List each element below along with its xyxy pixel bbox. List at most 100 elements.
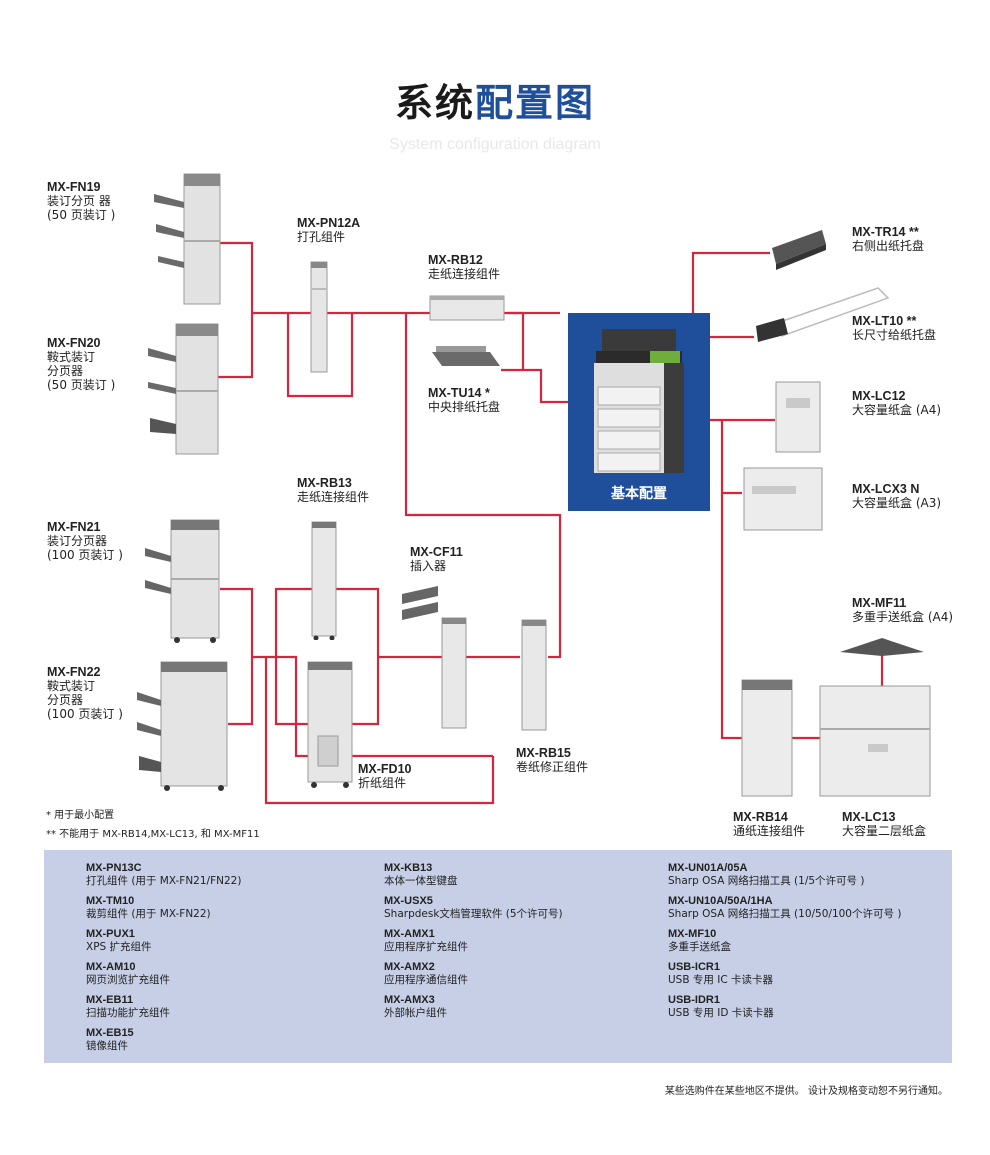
code-fd10: MX-FD10 [358, 762, 412, 776]
code-tu14: MX-TU14 * [428, 386, 490, 400]
option-code: MX-MF10 [668, 928, 717, 940]
code-lc13: MX-LC13 [842, 810, 896, 824]
lc12-image [775, 381, 821, 453]
desc-rb12: 走纸连接组件 [428, 267, 501, 281]
fd10-image [307, 661, 353, 788]
code-fn21: MX-FN21 [47, 520, 101, 534]
code-pn12a: MX-PN12A [297, 216, 361, 230]
fn22-image [137, 661, 228, 791]
option-code: MX-UN01A/05A [668, 862, 748, 874]
page-title: 系统配置图 [0, 72, 990, 127]
option-code: MX-KB13 [384, 862, 433, 874]
code-tr14: MX-TR14 ** [852, 225, 919, 239]
code-fn20: MX-FN20 [47, 336, 101, 350]
desc-fn22-2: 分页器 [47, 693, 84, 707]
desc-mf11: 多重手送纸盒 (A4) [852, 610, 954, 624]
wire-tr14 [691, 251, 770, 313]
option-code: USB-IDR1 [668, 994, 720, 1006]
desc-fn19-2: (50 页装订 ) [47, 208, 116, 222]
option-desc: 网页浏览扩充组件 [86, 974, 170, 986]
rb15-image [521, 619, 547, 731]
option-desc: 扫描功能扩充组件 [86, 1007, 170, 1019]
wire-to-fd10 [252, 655, 495, 805]
title-part1: 系统 [394, 81, 475, 125]
option-code: MX-AMX1 [384, 928, 435, 940]
tu14-image [432, 346, 500, 366]
desc-tr14: 右侧出纸托盘 [852, 239, 925, 253]
option-desc: Sharp OSA 网络扫描工具 (10/50/100个许可号 ) [668, 908, 902, 920]
option-code: MX-EB11 [86, 994, 134, 1006]
code-lcx3: MX-LCX3 N [852, 482, 920, 496]
desc-lc12: 大容量纸盒 (A4) [852, 403, 942, 417]
code-fn19: MX-FN19 [47, 180, 101, 194]
wire-fd10-loop [276, 655, 493, 758]
desc-rb15: 卷纸修正组件 [516, 760, 589, 774]
code-rb14: MX-RB14 [733, 810, 788, 824]
desc-fn20-3: (50 页装订 ) [47, 378, 116, 392]
note-min-config: * 用于最小配置 [46, 810, 115, 821]
desc-pn12a: 打孔组件 [297, 230, 346, 244]
desc-lt10: 长尺寸给纸托盘 [852, 328, 937, 342]
desc-fd10: 折纸组件 [358, 776, 407, 790]
code-fn22: MX-FN22 [47, 665, 101, 679]
base-configuration: 基本配置 [568, 313, 710, 511]
wire-fn22 [228, 657, 254, 726]
option-code: MX-AMX2 [384, 961, 435, 973]
lcx3-image [743, 467, 823, 531]
desc-fn20-2: 分页器 [47, 364, 84, 378]
option-code: MX-UN10A/50A/1HA [668, 895, 773, 907]
option-code: MX-USX5 [384, 895, 433, 907]
option-code: USB-ICR1 [668, 961, 720, 973]
fn19-image [154, 173, 221, 305]
option-desc: 应用程序通信组件 [384, 974, 468, 986]
desc-fn21-2: (100 页装订 ) [47, 548, 123, 562]
option-desc: Sharp OSA 网络扫描工具 (1/5个许可号 ) [668, 875, 865, 887]
tr14-image [772, 230, 826, 270]
option-code: MX-TM10 [86, 895, 135, 907]
note-not-usable: ** 不能用于 MX-RB14,MX-LC13, 和 MX-MF11 [46, 829, 260, 840]
mf11-image [840, 638, 924, 656]
label-lt10: MX-LT10 **长尺寸给纸托盘 [852, 314, 936, 342]
desc-fn22-3: (100 页装订 ) [47, 707, 123, 721]
desc-fn21-1: 装订分页器 [47, 534, 108, 548]
desc-lc13: 大容量二层纸盒 [842, 824, 927, 838]
fn21-image [145, 519, 220, 643]
option-code: MX-PUX1 [86, 928, 135, 940]
option-desc: USB 专用 IC 卡读卡器 [668, 974, 773, 986]
code-lc12: MX-LC12 [852, 389, 906, 403]
wire-fn20 [218, 313, 254, 379]
title-part2: 配置图 [475, 81, 596, 125]
base-caption: 基本配置 [611, 486, 667, 502]
label-tu14: MX-TU14 *中央排纸托盘 [428, 386, 500, 414]
option-code: MX-AMX3 [384, 994, 435, 1006]
rb12-image [429, 295, 505, 321]
code-rb15: MX-RB15 [516, 746, 571, 760]
option-desc: 多重手送纸盒 [668, 941, 731, 953]
option-code: MX-EB15 [86, 1027, 134, 1039]
code-mf11: MX-MF11 [852, 596, 907, 610]
wire-pn-loop [286, 313, 354, 398]
option-desc: 外部帐户组件 [384, 1007, 447, 1019]
code-rb13: MX-RB13 [297, 476, 352, 490]
